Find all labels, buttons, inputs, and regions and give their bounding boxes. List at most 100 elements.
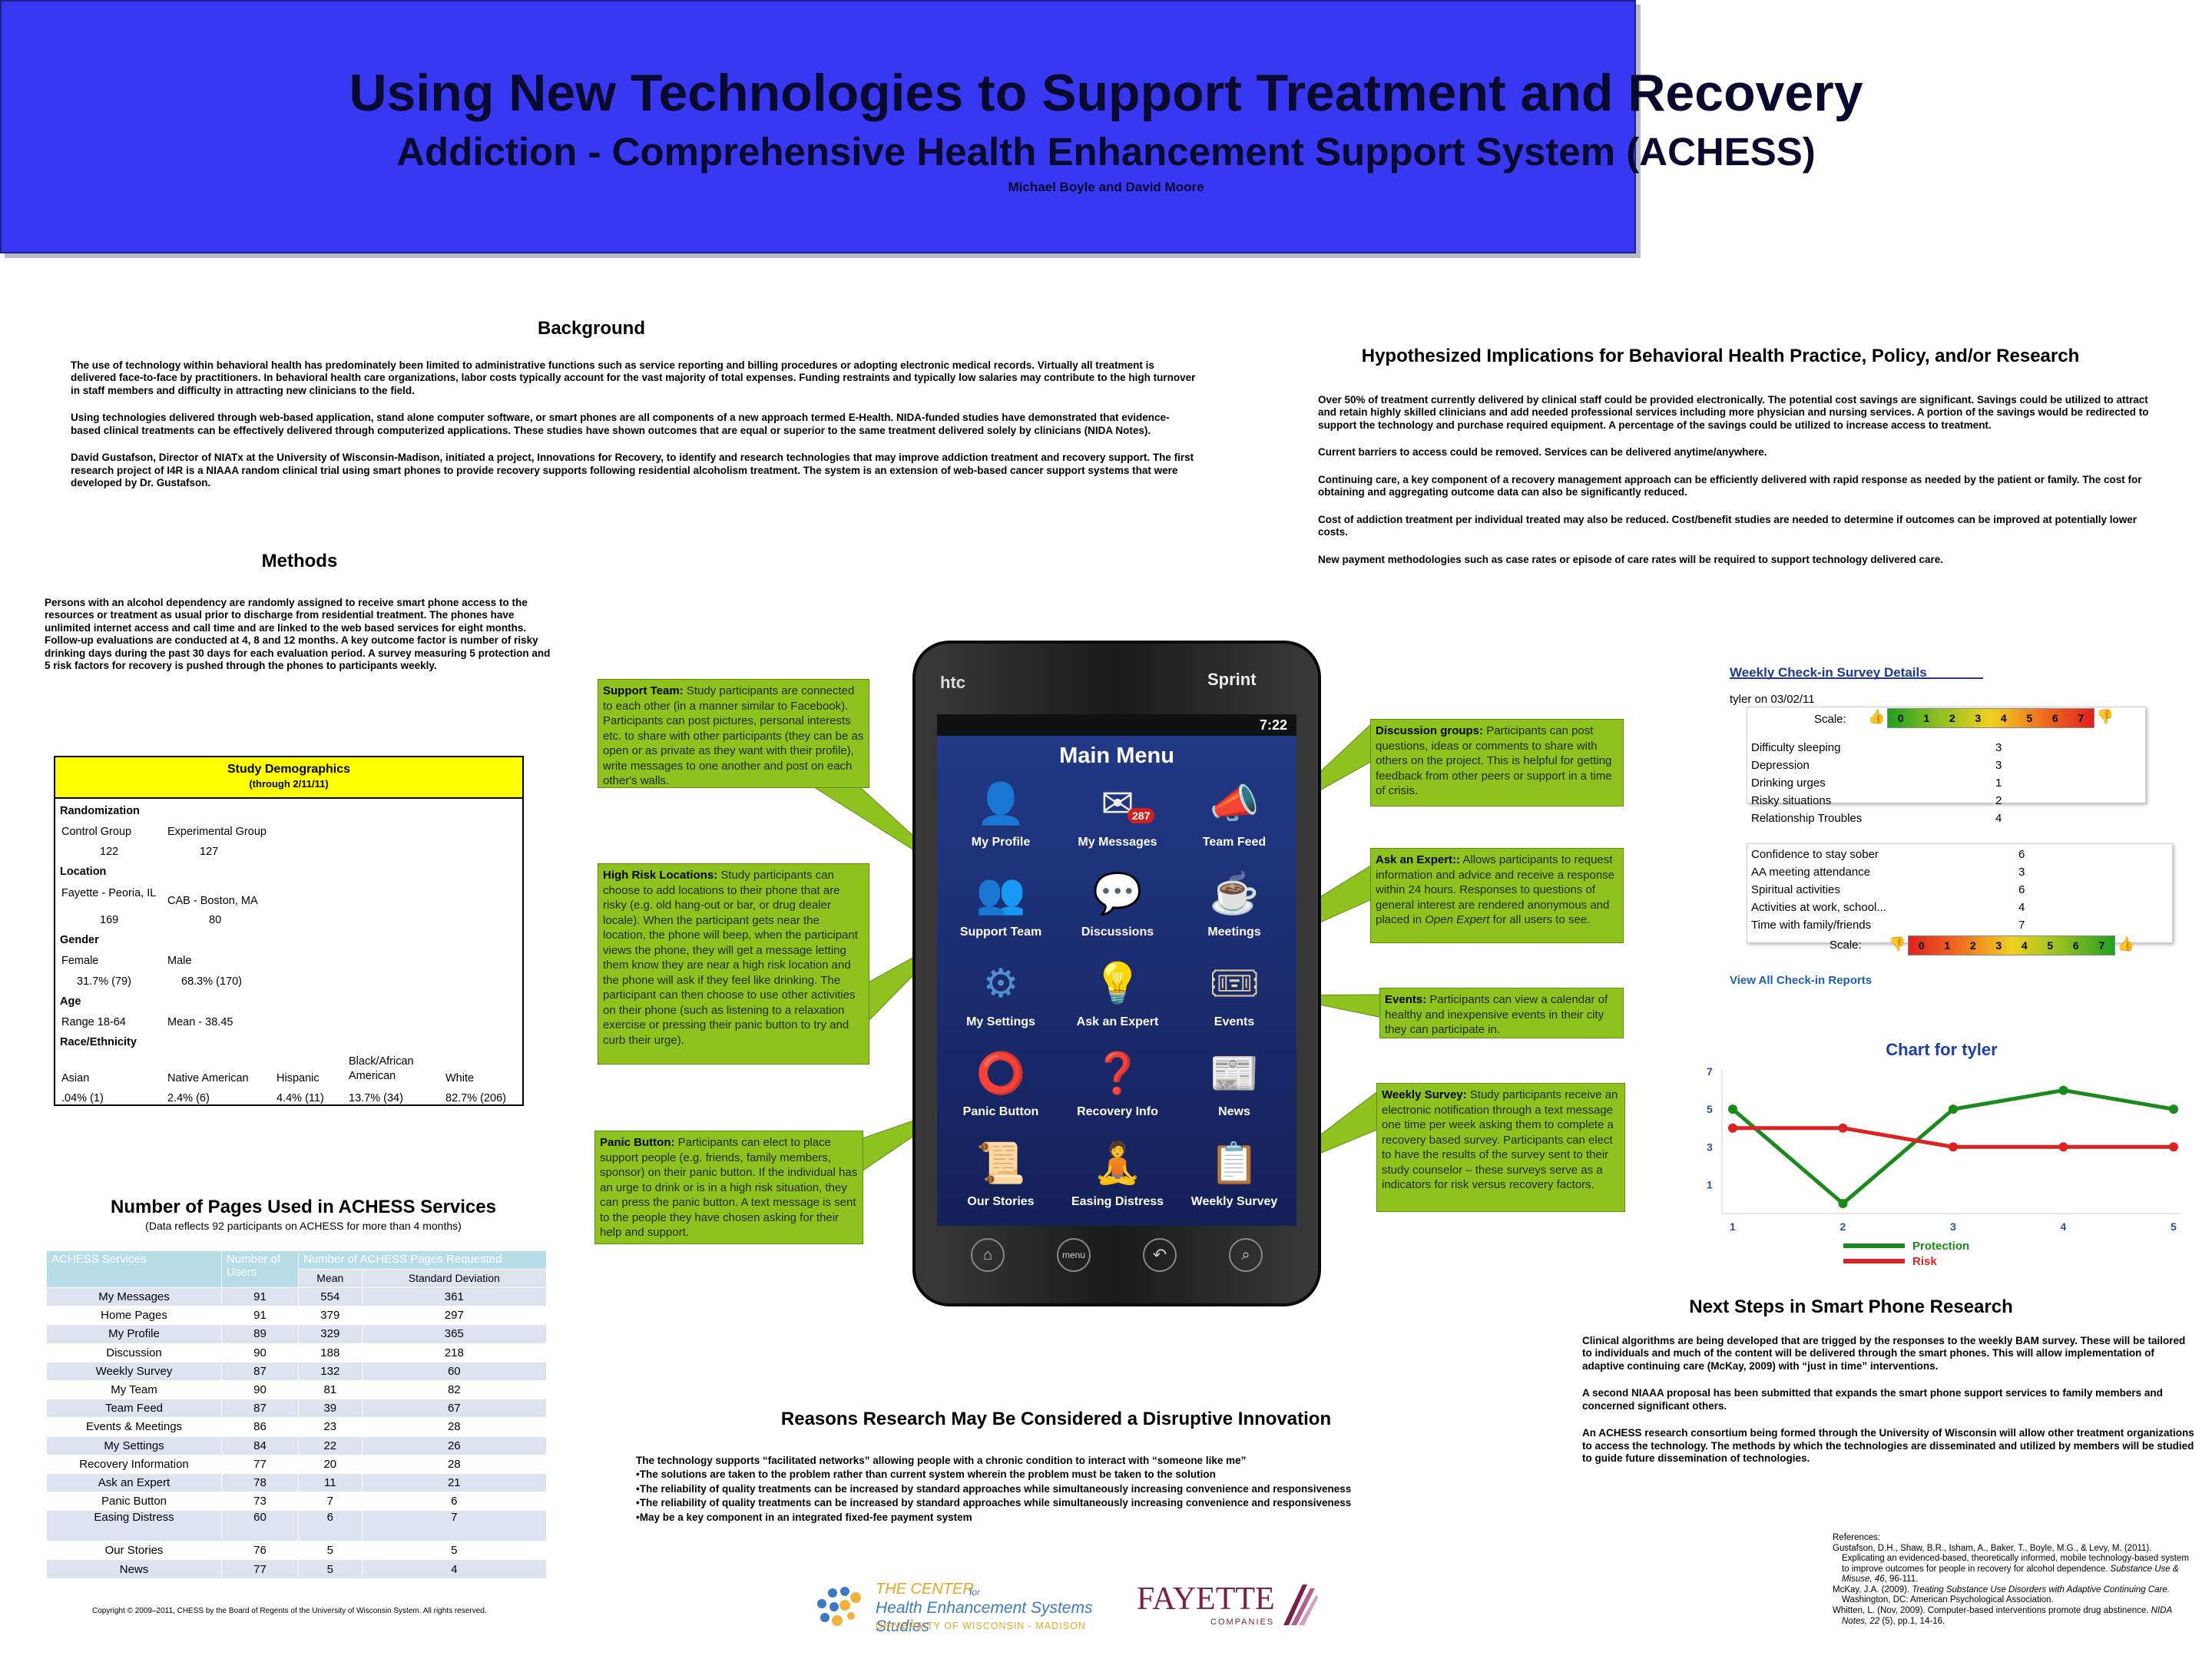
phone-menu-item[interactable]: 💡Ask an Expert	[1060, 955, 1175, 1045]
scale-tick: 4	[2021, 939, 2028, 952]
fayette-word: FAYETTE	[1137, 1581, 1275, 1617]
table-cell: 28	[361, 1454, 548, 1474]
table-cell: 81	[298, 1379, 363, 1400]
data-point	[2058, 1142, 2068, 1152]
phone-menu-item[interactable]: 📋Weekly Survey	[1177, 1135, 1292, 1225]
table-cell: 5	[361, 1541, 548, 1561]
methods-heading: Methods	[261, 551, 338, 571]
callout-panic-button: Panic Button: Participants can elect to …	[594, 1131, 863, 1244]
table-cell: 87	[221, 1399, 299, 1419]
data-point	[2169, 1104, 2178, 1114]
table-cell: 76	[221, 1541, 299, 1561]
phone-menu-item[interactable]: 💬Discussions	[1060, 866, 1175, 955]
survey-item-label: Activities at work, school...	[1751, 901, 1886, 914]
callout-support-text: Study participants are connected to each…	[603, 684, 864, 787]
next-steps-p1: Clinical algorithms are being developed …	[1582, 1335, 2186, 1372]
phone-menu-item[interactable]: ❓Recovery Info	[1060, 1045, 1175, 1135]
table-cell: 90	[221, 1343, 299, 1363]
background-heading: Background	[537, 318, 645, 339]
phone-menu-item[interactable]: ☕Meetings	[1177, 866, 1292, 955]
phone-menu-item[interactable]: 👥Support Team	[943, 866, 1058, 955]
location1-value: 169	[100, 914, 119, 926]
location1-label: Fayette - Peoria, IL	[61, 887, 157, 899]
data-point	[1949, 1142, 1958, 1152]
callout-weekly-survey: Weekly Survey: Study participants receiv…	[1376, 1083, 1625, 1212]
phone-menu-item[interactable]: 📣Team Feed	[1177, 776, 1292, 866]
table-cell: Discussion	[46, 1343, 222, 1363]
phone-menu-item[interactable]: ⭕Panic Button	[943, 1045, 1058, 1135]
phone-menu-item[interactable]: 📜Our Stories	[943, 1135, 1058, 1225]
phone-menu-item[interactable]: 📰News	[1177, 1045, 1292, 1135]
back-icon[interactable]: ↶	[1143, 1238, 1177, 1272]
male-value: 68.3% (170)	[181, 975, 242, 988]
background-text: The use of technology within behavioral …	[71, 359, 1198, 505]
smartphone: htc Sprint 7:22 Main Menu 👤My Profile✉28…	[909, 637, 1324, 1310]
methods-text: Persons with an alcohol dependency are r…	[45, 597, 551, 672]
table-cell: My Team	[46, 1379, 222, 1400]
table-cell: 365	[361, 1324, 548, 1344]
survey-item-value: 6	[2018, 883, 2025, 896]
reference-2-source: Treating Substance Use Disorders with Ad…	[1912, 1584, 2170, 1594]
table-cell: My Messages	[46, 1286, 222, 1307]
demographics-subtitle: (through 2/11/11)	[249, 777, 329, 790]
survey-panel: Weekly Check-in Survey Details tyler on …	[1714, 661, 2173, 987]
hispanic-value: 4.4% (11)	[276, 1092, 324, 1104]
thumbs-up-icon: 👍	[1868, 709, 1886, 724]
fayette-logo: FAYETTE COMPANIES	[1137, 1578, 1321, 1631]
phone-nav: ⌂ menu ↶ ⌕	[971, 1233, 1263, 1277]
newspaper-icon: 📰	[1209, 1051, 1260, 1096]
scale-tick: 6	[2072, 939, 2079, 952]
reference-2: McKay, J.A. (2009).	[1833, 1584, 1912, 1594]
reference-1: Gustafson, D.H., Shaw, B.R., Isham, A., …	[1833, 1543, 2189, 1574]
phone-menu-label: My Profile	[971, 836, 1031, 849]
next-steps-text: Clinical algorithms are being developed …	[1582, 1335, 2197, 1480]
table-cell: 7	[361, 1510, 548, 1542]
phone-menu-item[interactable]: 🎟Events	[1177, 955, 1292, 1045]
table-cell: Recovery Information	[46, 1454, 222, 1474]
view-reports-link[interactable]: View All Check-in Reports	[1730, 974, 1873, 987]
scale-tick: 0	[1918, 939, 1925, 952]
table-cell: 6	[361, 1492, 548, 1512]
disruptive-item: •The reliability of quality treatments c…	[636, 1482, 1352, 1495]
native-american-value: 2.4% (6)	[167, 1092, 210, 1104]
table-cell: 22	[298, 1435, 363, 1455]
table-cell: 77	[221, 1454, 299, 1474]
center-line1: THE CENTER	[876, 1581, 974, 1598]
phone-menu-item[interactable]: 🧘Easing Distress	[1060, 1135, 1175, 1225]
reference-2-tail: Washington, DC: American Psychological A…	[1842, 1595, 2054, 1605]
phone-menu-item[interactable]: 👤My Profile	[943, 776, 1058, 866]
chat-bubble-icon: 💬	[1092, 872, 1143, 916]
callout-expert-italic: Open Expert	[1425, 913, 1490, 926]
scale-tick: 7	[2078, 712, 2085, 724]
protect-scale-label: Scale:	[1830, 939, 1862, 952]
survey-item-value: 6	[2018, 848, 2025, 861]
next-steps-p2: A second NIAAA proposal has been submitt…	[1582, 1387, 2163, 1412]
survey-item-value: 3	[1995, 759, 2002, 772]
phone-menu-label: Team Feed	[1202, 836, 1267, 849]
question-icon: ❓	[1092, 1051, 1143, 1096]
references-heading: References:	[1833, 1533, 1881, 1542]
phone-menu-item[interactable]: ⚙My Settings	[943, 955, 1058, 1045]
y-tick-label: 1	[1707, 1178, 1713, 1190]
search-icon[interactable]: ⌕	[1229, 1238, 1263, 1272]
fayette-swoosh-icon	[1283, 1584, 1318, 1625]
survey-item-value: 3	[1995, 741, 2002, 754]
demographics-table: Study Demographics (through 2/11/11) Ran…	[54, 756, 524, 1106]
male-label: Male	[167, 955, 192, 967]
callout-panic-title: Panic Button:	[600, 1136, 675, 1149]
control-group-label: Control Group	[61, 826, 132, 838]
home-icon[interactable]: ⌂	[971, 1238, 1005, 1272]
callout-discussion-text: Participants can post questions, ideas o…	[1376, 724, 1612, 797]
gender-label: Gender	[60, 934, 99, 946]
callout-highrisk-text: Study participants can choose to add loc…	[603, 869, 858, 1047]
menu-button[interactable]: menu	[1057, 1238, 1091, 1272]
